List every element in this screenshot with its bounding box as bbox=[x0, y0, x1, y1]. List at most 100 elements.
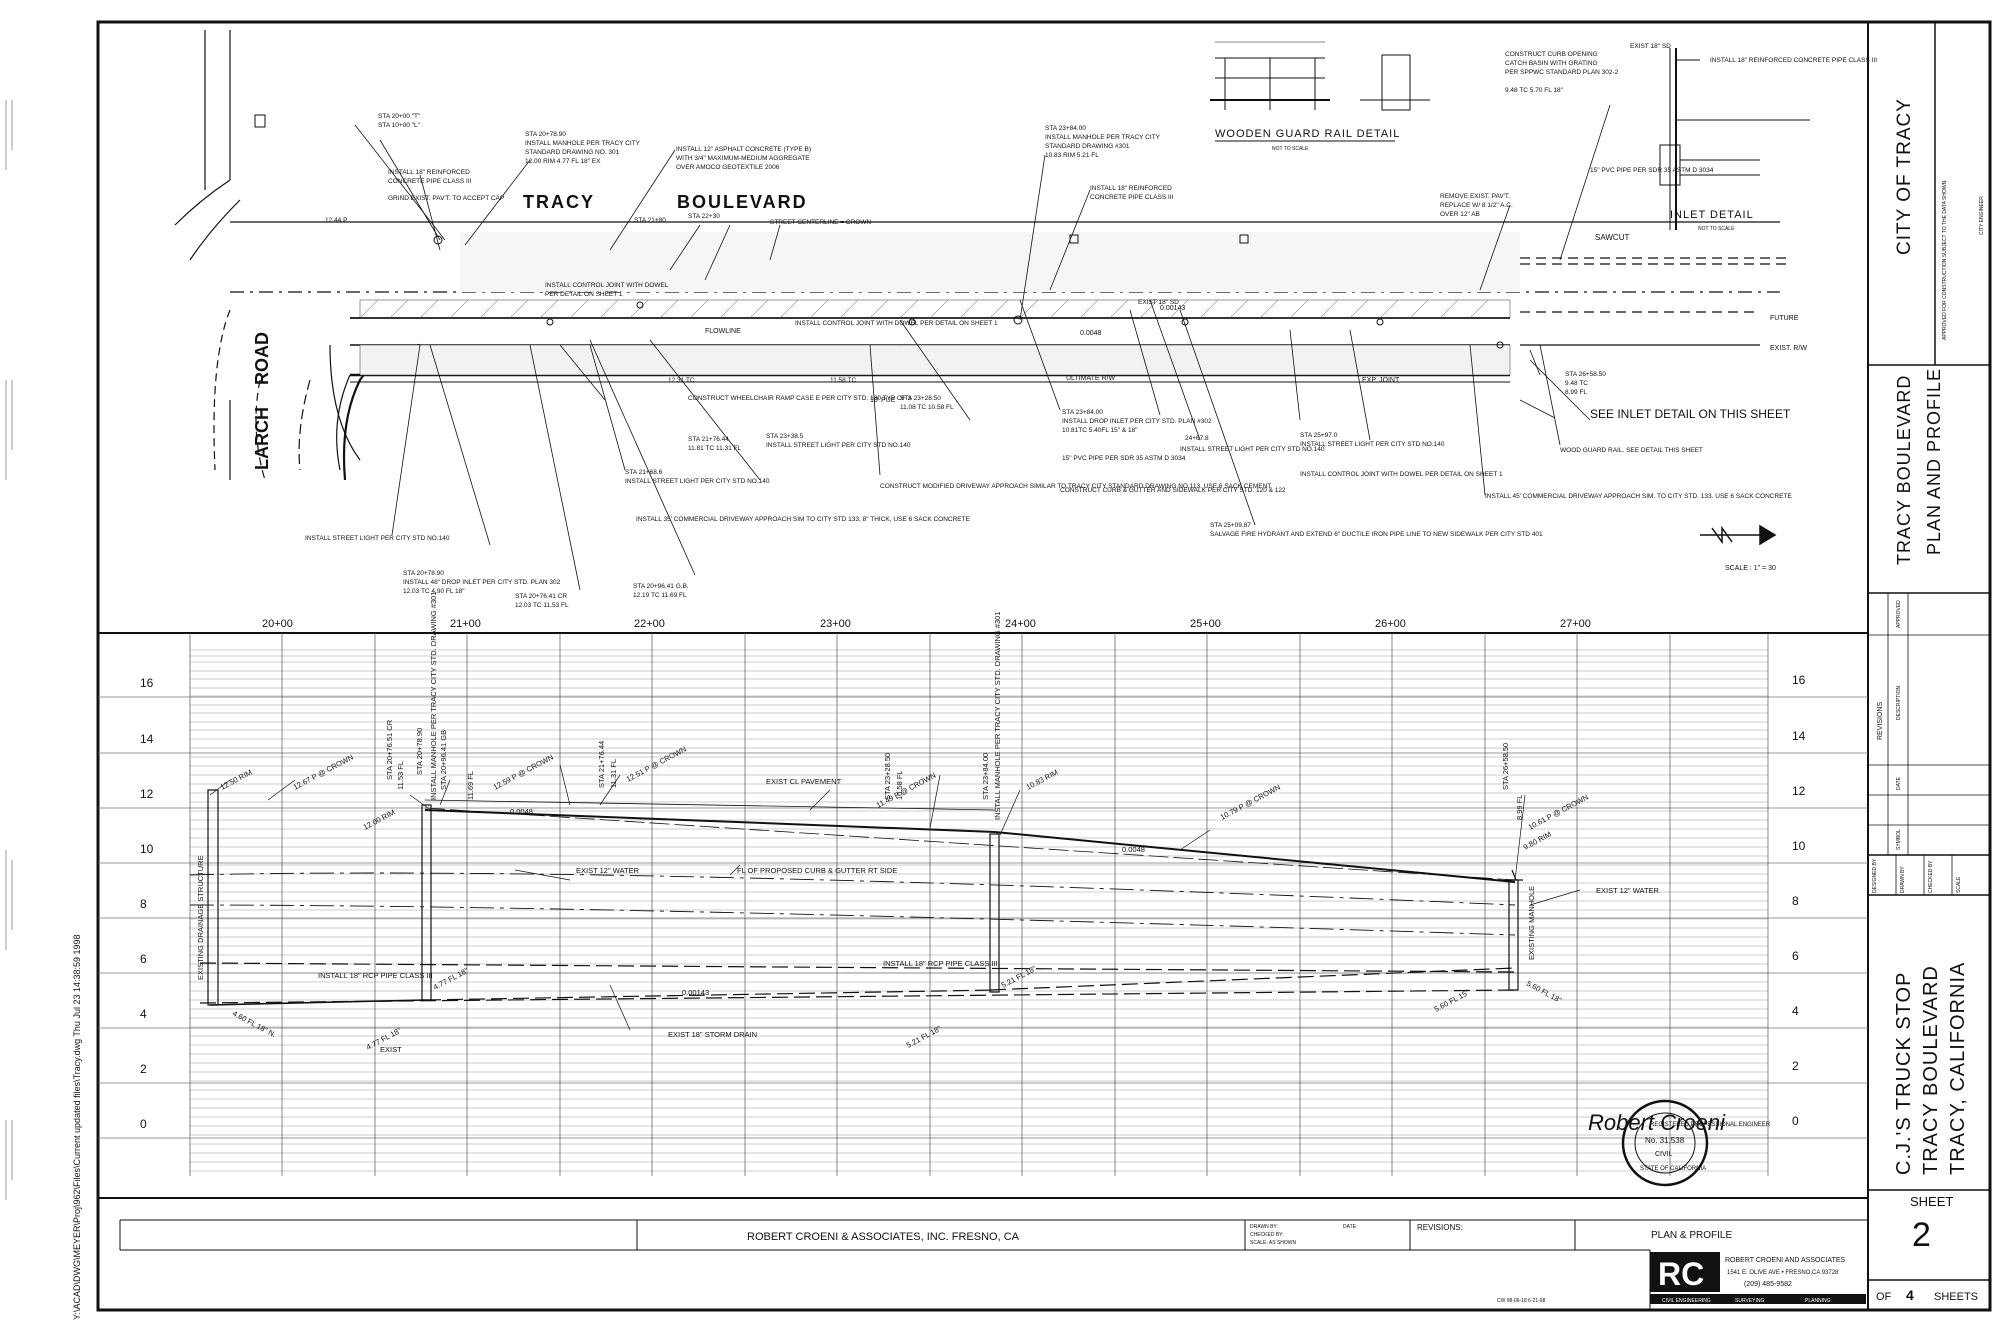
symbol-label: SYMBOL bbox=[1896, 829, 1902, 850]
callout-65: INSTALL 48" DROP INLET PER CITY STD. PLA… bbox=[403, 579, 561, 586]
callout-45: STA 23+28.50 bbox=[900, 395, 941, 402]
elev-left-6: 6 bbox=[140, 952, 147, 966]
callout-61: INSTALL 35' COMMERCIAL DRIVEWAY APPROACH… bbox=[636, 516, 971, 523]
label-existing-manhole: EXISTING MANHOLE bbox=[1527, 886, 1536, 960]
stamp-civ: CIVIL bbox=[1655, 1151, 1673, 1158]
label-crown-1251: 12.51 P @ CROWN bbox=[625, 745, 688, 784]
station-label-27: 27+00 bbox=[1560, 618, 1591, 630]
stamp-license: No. 31,538 bbox=[1645, 1136, 1685, 1145]
title-block: CITY OF TRACY APPROVED FOR CONSTRUCTION … bbox=[1868, 22, 1990, 1303]
callout-24: INSTALL CONTROL JOINT WITH DOWEL PER DET… bbox=[795, 320, 998, 327]
sheet-border bbox=[96, 20, 1992, 1312]
callout-53: STA 25+97.0 bbox=[1300, 432, 1338, 439]
bar-revisions: REVISIONS: bbox=[1417, 1223, 1463, 1232]
elev-left-4: 4 bbox=[140, 1007, 147, 1021]
label-exist-cl: EXIST CL PAVEMENT bbox=[766, 777, 842, 786]
label-fl-curb: FL OF PROPOSED CURB & GUTTER RT SIDE bbox=[737, 866, 897, 875]
north-arrow-icon bbox=[1700, 524, 1777, 546]
elev-right-0: 0 bbox=[1792, 1114, 1799, 1128]
callout-67: STA 20+76.41 CR bbox=[515, 593, 567, 600]
callout-2: INSTALL 18" REINFORCED bbox=[388, 169, 470, 176]
callout-36: 9.48 TC bbox=[1565, 380, 1588, 387]
plan-grade-2: 0.00143 bbox=[1160, 305, 1185, 312]
elev-right-2: 2 bbox=[1792, 1059, 1799, 1073]
road-name-larch: LARCH bbox=[252, 407, 272, 470]
callout-18: 10.83 RIM 5.21 FL bbox=[1045, 152, 1099, 159]
callout-35: STA 26+58.50 bbox=[1565, 371, 1606, 378]
callout-4: GRIND EXIST. PAV'T. TO ACCEPT CAP bbox=[388, 195, 504, 202]
callout-10: WITH 3/4" MAXIMUM-MEDIUM AGGREGATE bbox=[676, 155, 810, 162]
label-fl-1131: 11.31 FL bbox=[609, 759, 618, 788]
callout-70: 12.19 TC 11.69 FL bbox=[633, 592, 687, 599]
callout-22: PER DETAIL ON SHEET 1 bbox=[545, 291, 623, 298]
callout-31: 9.48 TC 5.70 FL 18" bbox=[1505, 87, 1564, 94]
sheet-title-line-2: PLAN AND PROFILE bbox=[1924, 368, 1944, 555]
elev-right-12: 12 bbox=[1792, 784, 1806, 798]
label-exist-water-1: EXIST 12" WATER bbox=[576, 866, 640, 875]
label-sta-2658: STA 26+58.50 bbox=[1501, 743, 1510, 790]
label-install-rcp-2: INSTALL 18" RCP PIPE CLASS III bbox=[883, 959, 998, 968]
callout-20: CONCRETE PIPE CLASS III bbox=[1090, 194, 1174, 201]
stamp-ring-bottom: STATE OF CALIFORNIA bbox=[1640, 1166, 1706, 1172]
callout-60: CONSTRUCT MODIFIED DRIVEWAY APPROACH SIM… bbox=[880, 483, 1271, 490]
firm-name-bar: ROBERT CROENI & ASSOCIATES, INC. FRESNO,… bbox=[747, 1231, 1020, 1243]
elev-right-10: 10 bbox=[1792, 839, 1806, 853]
label-fl-560-b: 5.60 FL 15" bbox=[1433, 988, 1471, 1014]
elev-left-2: 2 bbox=[140, 1062, 147, 1076]
label-crown-1267: 12.67 P @ CROWN bbox=[292, 753, 355, 792]
callout-43: STA 23+38.5 bbox=[766, 433, 804, 440]
label-sta-2328: STA 23+28.50 bbox=[883, 753, 892, 800]
file-reference: CW 98-06-18 6-21-98 bbox=[1497, 1298, 1546, 1304]
station-label-23: 23+00 bbox=[820, 618, 851, 630]
callout-38: STA 21+68.6 bbox=[625, 469, 663, 476]
profile-lines bbox=[189, 799, 1516, 1006]
station-label-22: 22+00 bbox=[634, 618, 665, 630]
plan-callouts: STA 20+00 "T" STA 10+00 "L" INSTALL 18" … bbox=[305, 43, 1877, 609]
of-label: OF bbox=[1876, 1291, 1892, 1303]
approved-label: APPROVED bbox=[1896, 600, 1902, 628]
plan-view: TRACY BOULEVARD LARCH ROAD SEE INLET DET… bbox=[174, 30, 1877, 609]
service-surveying: SURVEYING bbox=[1735, 1298, 1764, 1304]
callout-14: STREET CENTERLINE = CROWN bbox=[770, 219, 871, 226]
elev-left-16: 16 bbox=[140, 676, 154, 690]
see-inlet-detail-note: SEE INLET DETAIL ON THIS SHEET bbox=[1590, 407, 1791, 421]
inlet-detail-scale: NOT TO SCALE bbox=[1698, 226, 1735, 232]
label-rim-1250: 12.50 RIM bbox=[219, 768, 254, 792]
elev-right-14: 14 bbox=[1792, 729, 1806, 743]
profile-structures bbox=[207, 789, 1523, 1006]
elev-left-12: 12 bbox=[140, 787, 154, 801]
firm-phone: (209) 485-9582 bbox=[1744, 1281, 1792, 1288]
road-name-road: ROAD bbox=[252, 332, 272, 385]
callout-54: INSTALL STREET LIGHT PER CITY STD NO.140 bbox=[1300, 441, 1445, 448]
callout-44: INSTALL STREET LIGHT PER CITY STD NO.140 bbox=[766, 442, 911, 449]
guard-rail-scale: NOT TO SCALE bbox=[1272, 146, 1309, 152]
elevation-labels-right: 16 14 12 10 8 6 4 2 0 bbox=[1792, 673, 1806, 1128]
callout-5: STA 20+78.90 bbox=[525, 131, 566, 138]
callout-26: REPLACE W/ 8 1/2" A.C. bbox=[1440, 202, 1513, 209]
stamp-ring-top: REGISTERED PROFESSIONAL ENGINEER bbox=[1650, 1122, 1771, 1128]
callout-46: 11.08 TC 10.58 FL bbox=[900, 404, 954, 411]
profile-view: 20+00 21+00 22+00 23+00 24+00 25+00 26+0… bbox=[98, 591, 1868, 1187]
engineer-signature: Robert Croeni bbox=[1588, 1110, 1726, 1135]
callout-13: STA 22+30 bbox=[688, 213, 720, 220]
callout-68: 12.03 TC 11.53 FL bbox=[515, 602, 569, 609]
label-crown-1259: 12.59 P @ CROWN bbox=[492, 753, 555, 792]
callout-57: CONSTRUCT CURB & GUTTER AND SIDEWALK PER… bbox=[1060, 487, 1286, 494]
elev-left-8: 8 bbox=[140, 897, 147, 911]
exp-joint-label: EXP. JOINT bbox=[1362, 377, 1400, 384]
label-fl-521: 5.21 FL 18" bbox=[1000, 964, 1038, 990]
callout-32: EXIST 18" SD bbox=[1630, 43, 1671, 50]
callout-64: STA 20+78.90 bbox=[403, 570, 444, 577]
callout-66: 12.03 TC 4.90 FL 18" bbox=[403, 588, 465, 595]
callout-72: 12.31 TC bbox=[668, 377, 695, 384]
callout-56: WOOD GUARD RAIL. SEE DETAIL THIS SHEET bbox=[1560, 447, 1703, 454]
callout-29: CATCH BASIN WITH GRATING bbox=[1505, 60, 1598, 67]
firm-logo: RC bbox=[1650, 1252, 1720, 1292]
callout-17: STANDARD DRAWING #301 bbox=[1045, 143, 1130, 150]
total-sheets: 4 bbox=[1906, 1287, 1914, 1303]
station-labels: 20+00 21+00 22+00 23+00 24+00 25+00 26+0… bbox=[262, 618, 1591, 630]
callout-48: INSTALL DROP INLET PER CITY STD. PLAN #3… bbox=[1062, 418, 1212, 425]
label-rim-980: 9.80 RIM bbox=[1522, 830, 1553, 852]
label-exist-storm: EXIST 18" STORM DRAIN bbox=[668, 1030, 757, 1039]
